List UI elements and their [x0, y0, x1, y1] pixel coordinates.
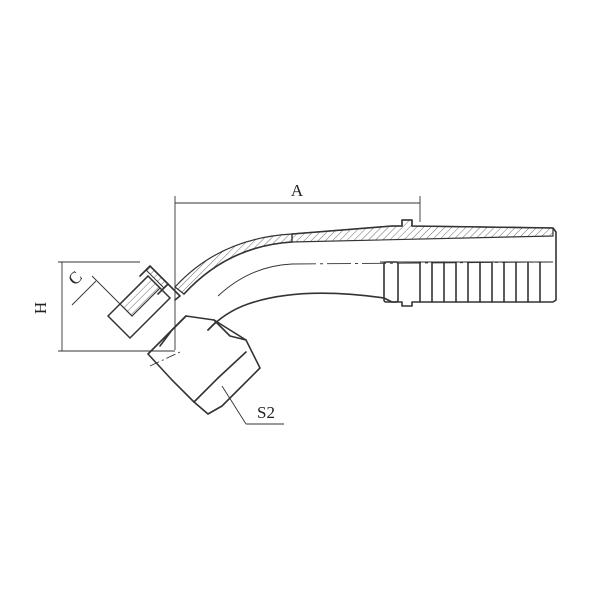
tail-serrations	[383, 261, 541, 303]
s2-label: S2	[257, 403, 275, 422]
s2-leader	[221, 385, 247, 425]
tail-outline	[291, 219, 557, 307]
nut-end	[106, 265, 261, 415]
nut-face-line-2	[213, 319, 247, 341]
nut-centerline	[149, 351, 181, 367]
nut-top-notch	[207, 321, 217, 331]
elbow-inner-lower	[217, 263, 293, 297]
dim-h-label: H	[31, 302, 50, 314]
dimension-c: C	[64, 267, 123, 307]
dim-a-label: A	[291, 181, 304, 200]
nut-face-line-3	[193, 351, 247, 403]
elbow-inner-upper	[183, 241, 293, 295]
elbow-outer-lower	[207, 292, 385, 331]
dimension-a: A	[174, 181, 421, 350]
dim-c-extension	[91, 275, 123, 307]
dim-c-line	[71, 280, 97, 306]
hex-nut	[147, 315, 261, 415]
elbow-section	[174, 233, 385, 331]
dim-c-label: C	[64, 267, 85, 288]
dimension-h: H	[31, 261, 175, 352]
dimension-s2: S2	[221, 385, 284, 425]
seat-transition	[167, 283, 181, 301]
seat-hatched	[119, 275, 161, 317]
nut-face-line-1	[159, 315, 187, 347]
hose-tail	[291, 219, 557, 307]
serration-1	[383, 261, 399, 303]
